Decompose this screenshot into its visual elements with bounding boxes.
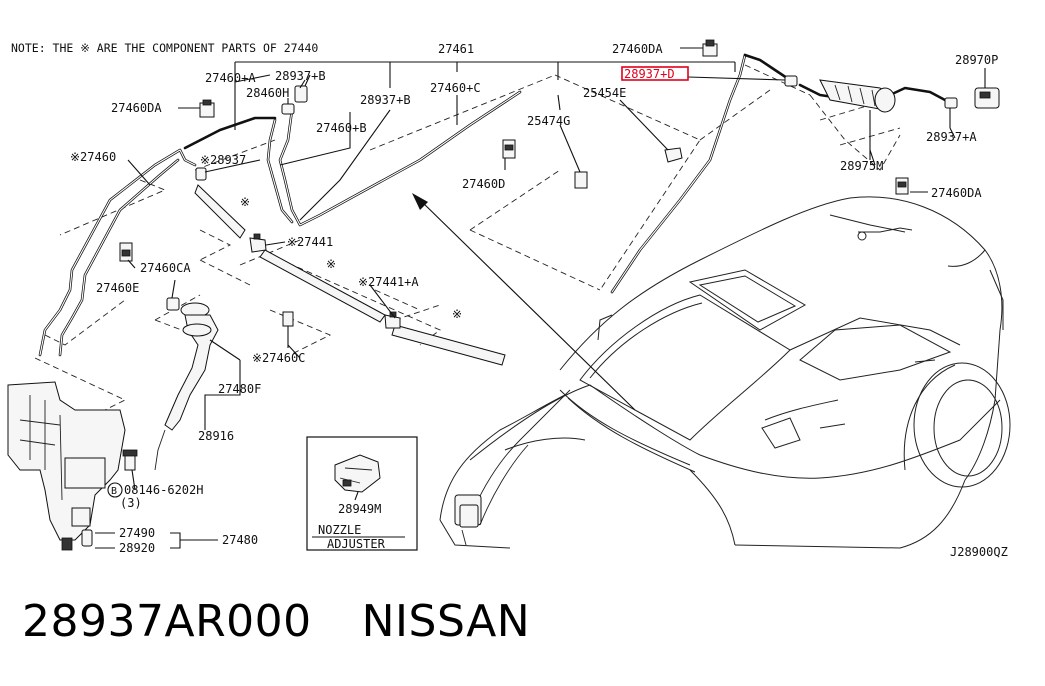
part-number: 28937AR000 bbox=[22, 596, 312, 647]
star-mark-1: ※ bbox=[240, 195, 250, 209]
valve-28937B bbox=[294, 79, 308, 103]
label-27460CA: 27460CA bbox=[140, 261, 191, 275]
washer-tank-27490 bbox=[7, 381, 126, 551]
label-28937B-b: 28937+B bbox=[360, 93, 411, 107]
label-27460E: 27460E bbox=[96, 281, 139, 295]
clip-25474G bbox=[559, 124, 588, 189]
pump-28920 bbox=[81, 529, 93, 547]
footer-caption: 28937AR000 NISSAN bbox=[22, 596, 530, 647]
label-27461: 27461 bbox=[438, 42, 474, 56]
label-28937-star: ※28937 bbox=[200, 153, 246, 167]
label-28975M: 28975M bbox=[840, 159, 883, 173]
star-mark-2: ※ bbox=[326, 257, 336, 271]
bolt-callout-letter: B bbox=[111, 486, 117, 497]
label-27480: 27480 bbox=[222, 533, 258, 547]
clip-27460E bbox=[119, 242, 133, 262]
label-28460H: 28460H bbox=[246, 86, 289, 100]
diagram-code: J28900QZ bbox=[950, 545, 1008, 559]
label-27460B: 27460+B bbox=[316, 121, 367, 135]
filler-neck-27480F bbox=[154, 302, 219, 471]
clip-25454E bbox=[619, 99, 683, 163]
label-27460DA-right: 27460DA bbox=[931, 186, 982, 200]
label-27460DA-left: 27460DA bbox=[111, 101, 162, 115]
joint-28460H bbox=[281, 98, 295, 115]
clip-27460DA-right bbox=[895, 177, 928, 195]
label-08146-qty: (3) bbox=[120, 496, 142, 510]
label-27460D: 27460D bbox=[462, 177, 505, 191]
valve-28937-star bbox=[195, 167, 207, 181]
label-25474G: 25474G bbox=[527, 114, 570, 128]
clip-27460DA-left bbox=[178, 99, 215, 118]
hose-28975M bbox=[819, 79, 896, 160]
label-28937A: 28937+A bbox=[926, 130, 977, 144]
label-08146: 08146-6202H bbox=[124, 483, 203, 497]
nozzle-27441 bbox=[249, 233, 267, 253]
label-27460-star: ※27460 bbox=[70, 150, 116, 164]
bolt-08146 bbox=[122, 449, 138, 471]
clip-27460D bbox=[502, 139, 516, 170]
label-28920: 28920 bbox=[119, 541, 155, 555]
clip-27460C-star bbox=[282, 311, 294, 348]
label-28937B-a: 28937+B bbox=[275, 69, 326, 83]
label-27460A: 27460+A bbox=[205, 71, 256, 85]
brand-name: NISSAN bbox=[361, 596, 531, 647]
label-27480F: 27480F bbox=[218, 382, 261, 396]
label-25454E: 25454E bbox=[583, 86, 626, 100]
nozzle-tube-star bbox=[194, 184, 506, 366]
valve-28937A bbox=[944, 97, 958, 128]
highlight-box bbox=[621, 66, 689, 81]
label-27441-star: ※27441 bbox=[287, 235, 333, 249]
nozzle-28970P bbox=[974, 68, 1000, 109]
check-valve-28937D bbox=[687, 75, 798, 87]
nozzle-adjuster-line2: ADJUSTER bbox=[327, 537, 386, 551]
nozzle-adjuster-inset: 28949M NOZZLE ADJUSTER bbox=[306, 436, 418, 551]
hose-joint-27460DA-top bbox=[680, 39, 718, 57]
label-28916: 28916 bbox=[198, 429, 234, 443]
label-28949M: 28949M bbox=[338, 502, 381, 516]
label-27460C-star: ※27460C bbox=[252, 351, 305, 365]
vehicle-outline bbox=[439, 196, 1011, 549]
star-mark-3: ※ bbox=[452, 307, 462, 321]
label-28970P: 28970P bbox=[955, 53, 998, 67]
label-27460DA-top: 27460DA bbox=[612, 42, 663, 56]
cap-27460CA bbox=[166, 297, 180, 311]
label-27460C: 27460+C bbox=[430, 81, 481, 95]
label-28937D-highlight: 28937+D bbox=[624, 67, 675, 81]
parts-diagram: NOTE: THE ※ ARE THE COMPONENT PARTS OF 2… bbox=[7, 39, 1011, 559]
bolt-callout-circle bbox=[107, 482, 123, 498]
note-text: NOTE: THE ※ ARE THE COMPONENT PARTS OF 2… bbox=[11, 41, 318, 55]
label-27490: 27490 bbox=[119, 526, 155, 540]
label-27441A-star: ※27441+A bbox=[358, 275, 419, 289]
nozzle-adjuster-line1: NOZZLE bbox=[318, 523, 361, 537]
